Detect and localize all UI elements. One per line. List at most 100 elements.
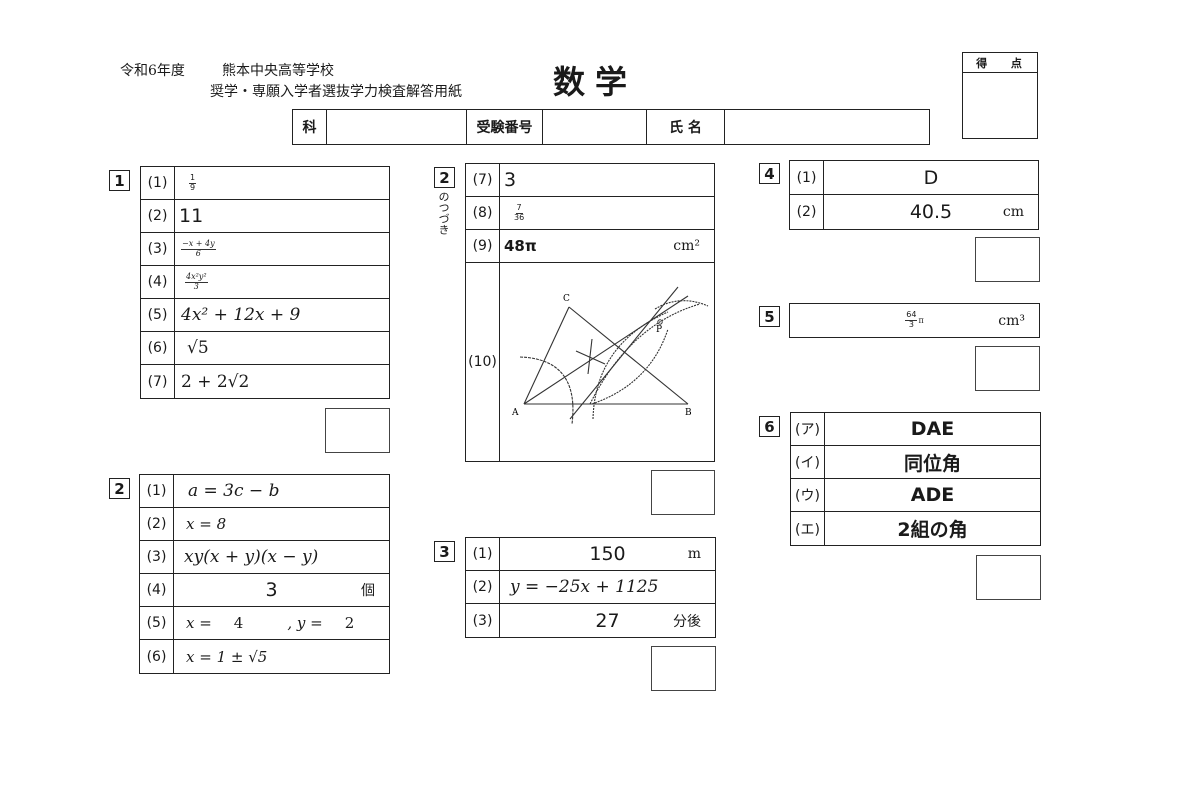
section-2-table: (1) a = 3c − b (2) x = 8 (3) xy(x + y)(x… [139, 474, 390, 674]
answer-cell[interactable]: y = −25x + 1125 [510, 577, 659, 597]
answer-cell[interactable]: D [923, 166, 939, 189]
total-score-field[interactable] [963, 73, 1037, 138]
answer-cell[interactable]: 2組の角 [897, 519, 968, 541]
unit-label: cm³ [998, 312, 1025, 329]
table-row: (7) 2 + 2√2 [141, 365, 389, 398]
question-number: (9) [466, 230, 500, 262]
continued-label: のつづき [437, 191, 450, 235]
answer-cell[interactable]: 11 [179, 205, 204, 227]
exam-number-label: 受験番号 [467, 110, 543, 144]
table-row: (4) 3 個 [140, 574, 389, 607]
answer-cell[interactable]: xy(x + y)(x − y) [184, 547, 319, 567]
answer-cell[interactable]: 2 + 2√2 [181, 371, 250, 392]
answer-cell[interactable]: 3 個 [265, 579, 375, 601]
point-p-label: P [656, 325, 662, 335]
table-row: (ウ) ADE [791, 479, 1040, 512]
section-6-number: 6 [759, 416, 780, 437]
course-field[interactable] [327, 110, 467, 144]
section-2-score-box[interactable] [651, 470, 715, 515]
question-number: (4) [140, 574, 174, 606]
answer-cell[interactable]: 27 分後 [595, 609, 701, 632]
school-name: 熊本中央高等学校 [222, 63, 334, 79]
exam-number-field[interactable] [543, 110, 647, 144]
question-number: (2) [466, 571, 500, 603]
answer-cell[interactable]: √5 [187, 338, 209, 358]
answer-cell[interactable]: 150 m [589, 543, 701, 565]
answer-cell[interactable]: ADE [910, 484, 955, 506]
student-info-table: 科 受験番号 氏 名 [292, 109, 930, 145]
section-5-number: 5 [759, 306, 780, 327]
answer-cell[interactable]: 40.5 cm [909, 201, 1024, 223]
table-row: (6) x = 1 ± √5 [140, 640, 389, 673]
question-number: (4) [141, 266, 175, 298]
section-6-table: (ア) DAE (イ) 同位角 (ウ) ADE (エ) 2組の角 [790, 412, 1041, 546]
unit-label: m [687, 546, 701, 562]
section-4-number: 4 [759, 163, 780, 184]
section-3-score-box[interactable] [651, 646, 716, 691]
geometry-construction-figure: A B C P [511, 286, 709, 425]
answer-cell[interactable]: x = 8 [186, 515, 227, 533]
course-label: 科 [293, 110, 327, 144]
question-number: (6) [141, 332, 175, 364]
section-2-cont-number: 2 [434, 167, 455, 188]
question-number: (3) [141, 233, 175, 265]
section-3-number: 3 [434, 541, 455, 562]
table-row: (5) 4x² + 12x + 9 [141, 299, 389, 332]
question-label: (ア) [791, 413, 825, 445]
section-2-number: 2 [109, 478, 130, 499]
subject-title: 数学 [553, 63, 638, 101]
unit-label: cm [1002, 204, 1024, 220]
table-row: (7) 3 [466, 164, 714, 197]
table-row: (3) 27 分後 [466, 604, 715, 637]
question-number: (8) [466, 197, 500, 229]
construction-figure[interactable]: A B C P [500, 263, 714, 461]
answer-cell[interactable]: a = 3c − b [188, 481, 280, 501]
question-number: (3) [466, 604, 500, 637]
table-row: (9) 48π cm² [466, 230, 714, 263]
answer-cell[interactable]: x = 4 , y = 2 [186, 614, 355, 632]
question-number: (6) [140, 640, 174, 673]
section-6-score-box[interactable] [976, 555, 1041, 600]
exam-year: 令和6年度 [120, 63, 185, 79]
answer-cell[interactable]: 4x² + 12x + 9 [181, 305, 301, 325]
answer-cell[interactable]: x = 1 ± √5 [186, 647, 268, 666]
answer-cell[interactable]: 同位角 [903, 452, 961, 475]
answer-cell[interactable]: 3 [504, 169, 517, 191]
question-number: (3) [140, 541, 174, 573]
section-1-number: 1 [109, 170, 130, 191]
name-label: 氏 名 [647, 110, 725, 144]
table-row: (エ) 2組の角 [791, 512, 1040, 545]
table-row: (2) y = −25x + 1125 [466, 571, 715, 604]
question-number: (7) [466, 164, 500, 196]
answer-cell[interactable]: 48π cm² [504, 237, 700, 255]
name-field[interactable] [725, 110, 929, 144]
question-number: (2) [141, 200, 175, 232]
answer-cell[interactable]: DAE [910, 418, 955, 440]
point-a-label: A [511, 408, 519, 418]
table-row: (3) xy(x + y)(x − y) [140, 541, 389, 574]
point-c-label: C [563, 294, 570, 304]
question-number: (2) [140, 508, 174, 540]
unit-label: cm² [673, 238, 700, 254]
table-row: (6) √5 [141, 332, 389, 365]
table-row: (1) a = 3c − b [140, 475, 389, 508]
section-5-score-box[interactable] [975, 346, 1040, 391]
table-row: (1) D [790, 161, 1038, 195]
table-row: (1) 150 m [466, 538, 715, 571]
table-row: (5) x = 4 , y = 2 [140, 607, 389, 640]
section-4-score-box[interactable] [975, 237, 1040, 282]
section-1-score-box[interactable] [325, 408, 390, 453]
